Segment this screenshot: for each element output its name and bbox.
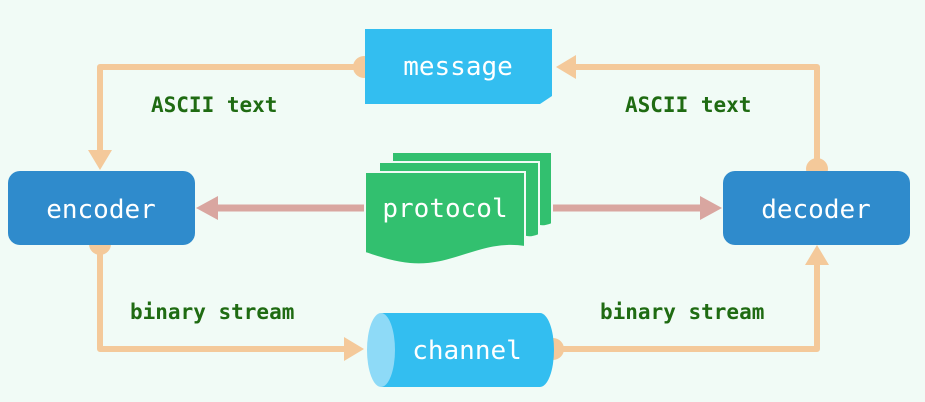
channel-node[interactable]: channel xyxy=(367,313,554,387)
message-node-label: message xyxy=(403,52,513,82)
encoder-node-label: encoder xyxy=(46,195,156,225)
decoder-node-label: decoder xyxy=(761,195,871,225)
arrowhead-left-icon xyxy=(196,196,218,220)
arrowhead-up-icon xyxy=(805,245,829,265)
decoder-node[interactable]: decoder xyxy=(723,171,910,245)
arrowhead-right-icon xyxy=(344,337,364,361)
message-node[interactable]: message xyxy=(365,29,552,104)
protocol-to-decoder-arrow xyxy=(553,196,722,220)
edge-label-encoder-to-channel: binary stream xyxy=(130,300,294,324)
protocol-to-encoder-arrow xyxy=(196,196,364,220)
channel-end-cap xyxy=(367,313,395,387)
flow-encoder-to-channel xyxy=(89,233,364,361)
protocol-node-label: protocol xyxy=(382,194,507,224)
arrowhead-right-icon xyxy=(700,196,722,220)
edge-label-channel-to-decoder: binary stream xyxy=(600,300,764,324)
arrowhead-left-icon xyxy=(556,55,576,79)
edge-label-message-to-encoder: ASCII text xyxy=(151,93,277,117)
channel-node-label: channel xyxy=(412,336,522,366)
encoder-node[interactable]: encoder xyxy=(8,171,195,245)
flow-decoder-to-message xyxy=(556,55,828,180)
protocol-node[interactable]: protocol xyxy=(364,151,553,266)
edge-label-decoder-to-message: ASCII text xyxy=(625,93,751,117)
arrowhead-down-icon xyxy=(88,150,112,170)
